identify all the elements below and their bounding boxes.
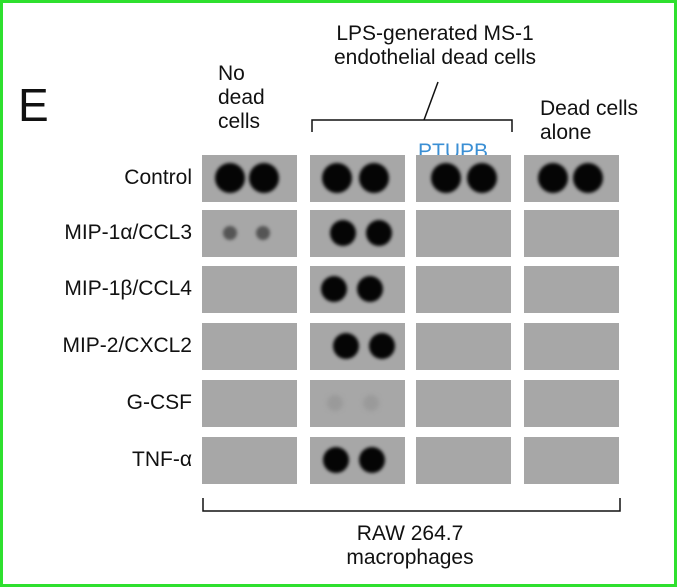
blot-panel xyxy=(416,266,511,313)
blot-panel xyxy=(202,380,297,427)
blot-dot-strong xyxy=(573,163,603,193)
blot-dot-strong xyxy=(359,447,385,473)
blot-dot-weak xyxy=(223,226,237,240)
blot-panel xyxy=(202,437,297,484)
blot-panel xyxy=(416,155,511,202)
blot-dot-weak xyxy=(256,226,270,240)
blot-dot-strong xyxy=(249,163,279,193)
header-line: No xyxy=(218,62,245,85)
blot-panel xyxy=(202,210,297,257)
blot-dot-strong xyxy=(538,163,568,193)
top-bracket xyxy=(311,119,513,132)
blot-dot-strong xyxy=(215,163,245,193)
blot-panel xyxy=(202,323,297,370)
blot-dot-strong xyxy=(357,276,383,302)
blot-panel xyxy=(310,380,405,427)
blot-dot-strong xyxy=(321,276,347,302)
row-label: MIP-2/CXCL2 xyxy=(62,334,192,357)
blot-panel xyxy=(310,266,405,313)
blot-panel xyxy=(524,155,619,202)
blot-panel xyxy=(310,323,405,370)
blot-dot-faint xyxy=(327,395,343,411)
blot-panel xyxy=(416,210,511,257)
blot-panel xyxy=(416,437,511,484)
blot-dot-strong xyxy=(431,163,461,193)
blot-dot-faint xyxy=(363,395,379,411)
footer-raw-macrophages: RAW 264.7 macrophages xyxy=(300,522,520,570)
blot-panel xyxy=(202,155,297,202)
blot-dot-strong xyxy=(366,220,392,246)
blot-panel xyxy=(416,323,511,370)
row-label: MIP-1α/CCL3 xyxy=(64,221,192,244)
blot-dot-strong xyxy=(359,163,389,193)
header-lps: LPS-generated MS-1 endothelial dead cell… xyxy=(300,22,570,70)
row-label: MIP-1β/CCL4 xyxy=(64,277,192,300)
footer-line: macrophages xyxy=(346,546,474,569)
header-dead-cells-alone: Dead cells alone xyxy=(540,97,638,145)
blot-dot-strong xyxy=(330,220,356,246)
blot-panel xyxy=(310,155,405,202)
header-line: alone xyxy=(540,121,592,144)
blot-dot-strong xyxy=(323,447,349,473)
row-label: G-CSF xyxy=(126,391,192,414)
top-bracket-pointer xyxy=(423,81,439,121)
header-line: endothelial dead cells xyxy=(334,46,536,69)
header-line: dead xyxy=(218,86,265,109)
blot-dot-strong xyxy=(369,333,395,359)
blot-dot-strong xyxy=(322,163,352,193)
row-label: TNF-α xyxy=(132,448,192,471)
blot-panel xyxy=(524,266,619,313)
blot-panel xyxy=(524,437,619,484)
blot-panel xyxy=(310,210,405,257)
blot-panel xyxy=(524,323,619,370)
blot-panel xyxy=(202,266,297,313)
blot-dot-strong xyxy=(467,163,497,193)
blot-panel xyxy=(310,437,405,484)
row-label: Control xyxy=(124,166,192,189)
panel-letter: E xyxy=(18,79,49,131)
blot-panel xyxy=(416,380,511,427)
footer-line: RAW 264.7 xyxy=(356,522,464,545)
header-line: LPS-generated MS-1 xyxy=(336,22,534,45)
blot-dot-strong xyxy=(333,333,359,359)
header-line: Dead cells xyxy=(540,97,639,120)
header-no-dead-cells: No dead cells xyxy=(218,62,265,134)
blot-panel xyxy=(524,380,619,427)
blot-panel xyxy=(524,210,619,257)
header-line: cells xyxy=(218,110,261,133)
bottom-bracket xyxy=(202,498,621,512)
